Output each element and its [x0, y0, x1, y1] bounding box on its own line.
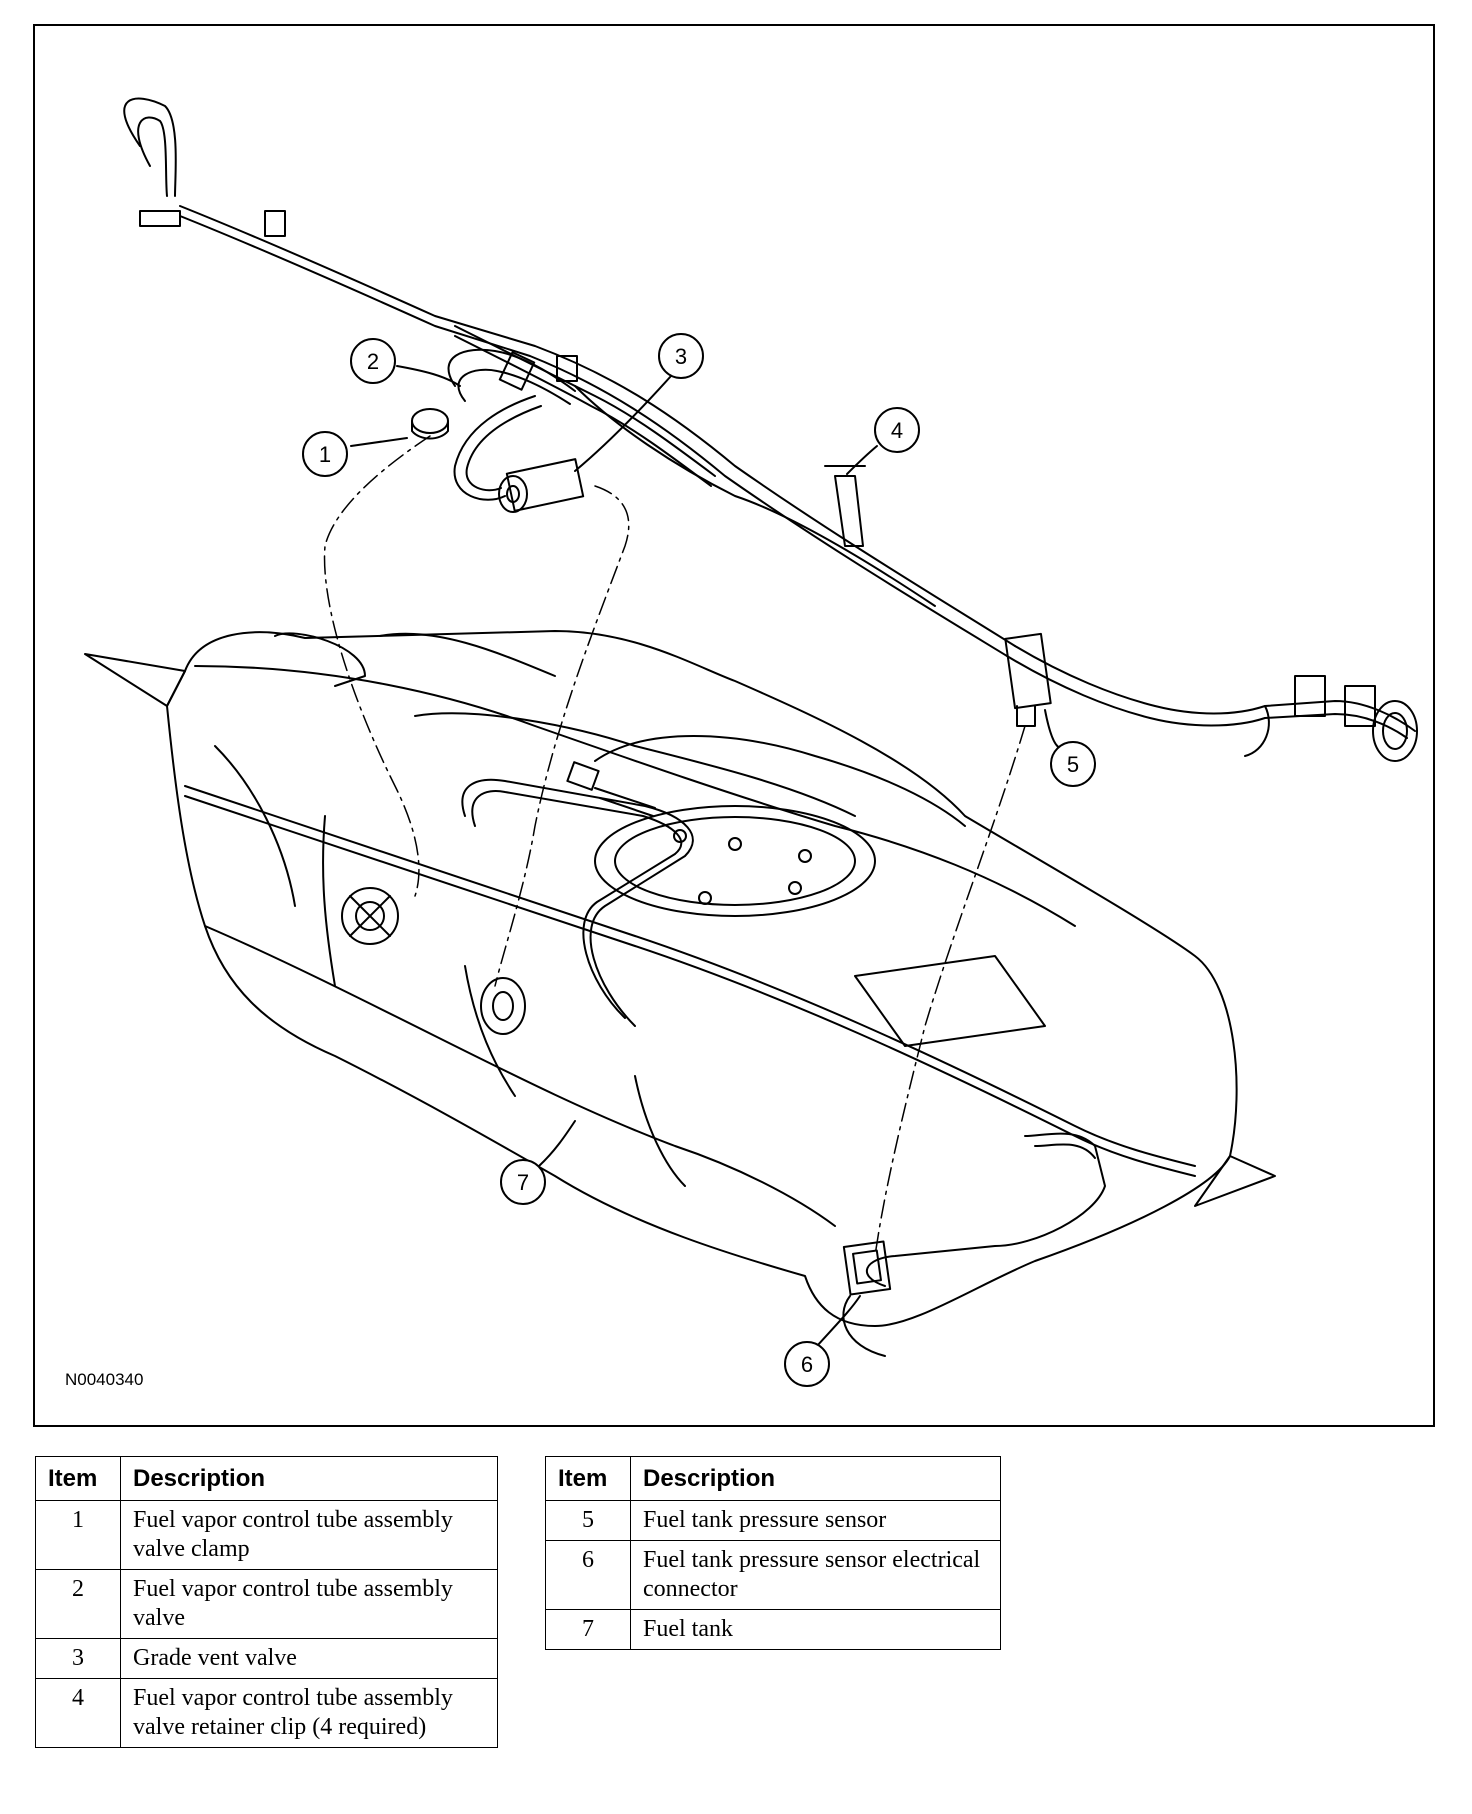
column-header-description: Description — [120, 1456, 498, 1501]
callout-7: 7 — [500, 1120, 576, 1205]
item-description: Grade vent valve — [120, 1638, 498, 1679]
svg-text:3: 3 — [675, 344, 687, 369]
grade-vent-valve — [453, 395, 585, 513]
item-description: Fuel tank — [630, 1609, 1001, 1650]
fuel-pump-module — [594, 805, 876, 917]
svg-text:4: 4 — [891, 418, 903, 443]
table-row: 1 Fuel vapor control tube assembly valve… — [35, 1500, 498, 1570]
table-row: 4 Fuel vapor control tube assembly valve… — [35, 1678, 498, 1748]
item-number: 1 — [35, 1500, 121, 1570]
callout-2: 2 — [350, 338, 461, 387]
callout-1: 1 — [302, 431, 408, 477]
table-row: 6 Fuel tank pressure sensor electrical c… — [545, 1540, 1001, 1610]
fuel-tank — [84, 630, 1276, 1357]
callout-5: 5 — [1044, 709, 1096, 787]
item-number: 6 — [545, 1540, 631, 1610]
svg-text:5: 5 — [1067, 752, 1079, 777]
table-row: 5 Fuel tank pressure sensor — [545, 1500, 1001, 1541]
column-header-item: Item — [35, 1456, 121, 1501]
callout-4: 4 — [846, 407, 920, 475]
item-number: 5 — [545, 1500, 631, 1541]
svg-text:7: 7 — [517, 1170, 529, 1195]
valve-clamp — [411, 408, 449, 440]
item-description: Fuel tank pressure sensor — [630, 1500, 1001, 1541]
item-description: Fuel vapor control tube assembly valve r… — [120, 1678, 498, 1748]
vent-port — [480, 977, 526, 1035]
vapor-tube-assembly — [123, 97, 1418, 762]
figure-id: N0040340 — [65, 1370, 144, 1389]
exploded-view-illustration: 1 2 3 4 5 — [33, 24, 1435, 1427]
filler-port — [341, 887, 399, 945]
fuel-system-drawing: 1 2 3 4 5 — [84, 97, 1418, 1387]
table-header-row: Item Description — [545, 1456, 1001, 1501]
item-table-right: Item Description 5 Fuel tank pressure se… — [545, 1456, 1001, 1650]
column-header-item: Item — [545, 1456, 631, 1501]
item-description: Fuel vapor control tube assembly valve c… — [120, 1500, 498, 1570]
pressure-sensor-connector — [842, 1240, 892, 1357]
item-number: 2 — [35, 1569, 121, 1639]
item-number: 4 — [35, 1678, 121, 1748]
retainer-clip — [824, 465, 866, 547]
item-number: 3 — [35, 1638, 121, 1679]
vapor-valve — [447, 348, 576, 405]
item-number: 7 — [545, 1609, 631, 1650]
table-header-row: Item Description — [35, 1456, 498, 1501]
item-description: Fuel vapor control tube assembly valve — [120, 1569, 498, 1639]
pressure-sensor — [1004, 632, 1052, 727]
svg-text:1: 1 — [319, 442, 331, 467]
svg-text:6: 6 — [801, 1352, 813, 1377]
table-row: 3 Grade vent valve — [35, 1638, 498, 1679]
callout-markers: 1 2 3 4 5 — [302, 333, 1096, 1387]
callout-3: 3 — [574, 333, 704, 472]
table-row: 2 Fuel vapor control tube assembly valve — [35, 1569, 498, 1639]
column-header-description: Description — [630, 1456, 1001, 1501]
item-description: Fuel tank pressure sensor electrical con… — [630, 1540, 1001, 1610]
item-table-left: Item Description 1 Fuel vapor control tu… — [35, 1456, 498, 1748]
alignment-lines — [323, 435, 1026, 1257]
svg-text:2: 2 — [367, 349, 379, 374]
table-row: 7 Fuel tank — [545, 1609, 1001, 1650]
callout-6: 6 — [784, 1295, 861, 1387]
